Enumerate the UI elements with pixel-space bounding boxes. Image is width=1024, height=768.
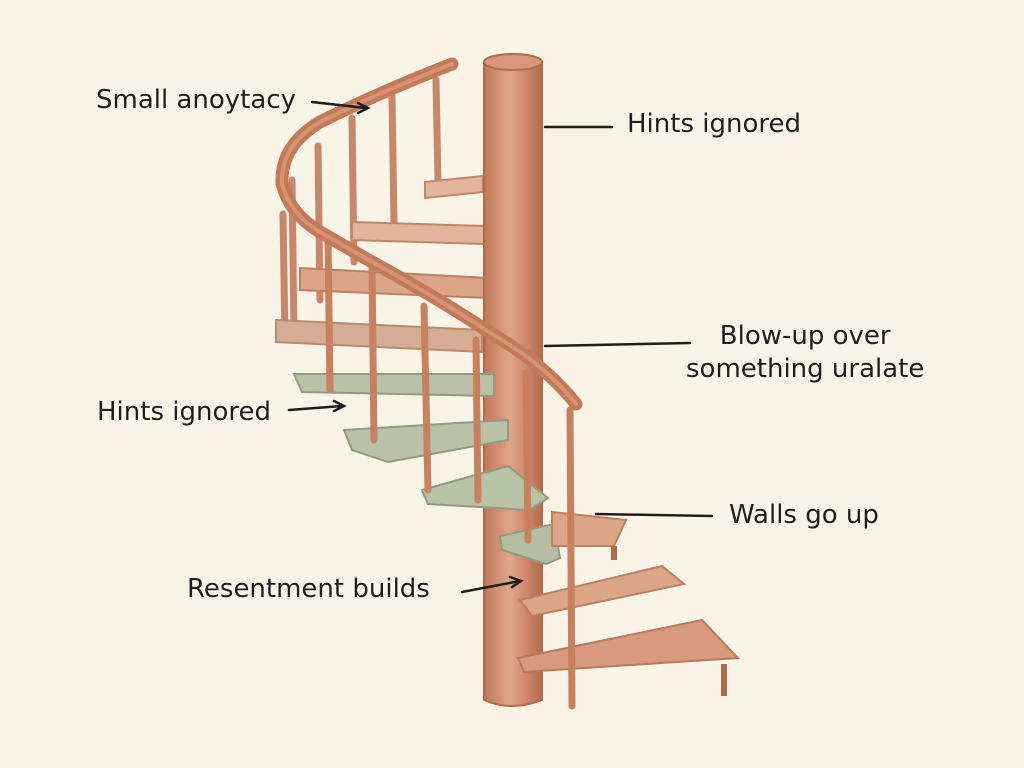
label-small-annoyance: Small anoytacy [96, 85, 296, 115]
label-resentment-builds: Resentment builds [187, 574, 430, 604]
label-blow-up: Blow-up over something uralate [686, 320, 924, 385]
label-walls-go-up: Walls go up [729, 500, 879, 530]
label-hints-ignored-top: Hints ignored [627, 109, 801, 139]
front-balusters [324, 232, 576, 710]
label-hints-ignored-left: Hints ignored [97, 397, 271, 427]
back-balusters [279, 76, 442, 344]
leader-lines [287, 100, 714, 594]
label-blow-up-line1: Blow-up over [719, 321, 891, 351]
label-blow-up-line2: something uralate [686, 353, 925, 384]
lower-steps [516, 510, 741, 696]
